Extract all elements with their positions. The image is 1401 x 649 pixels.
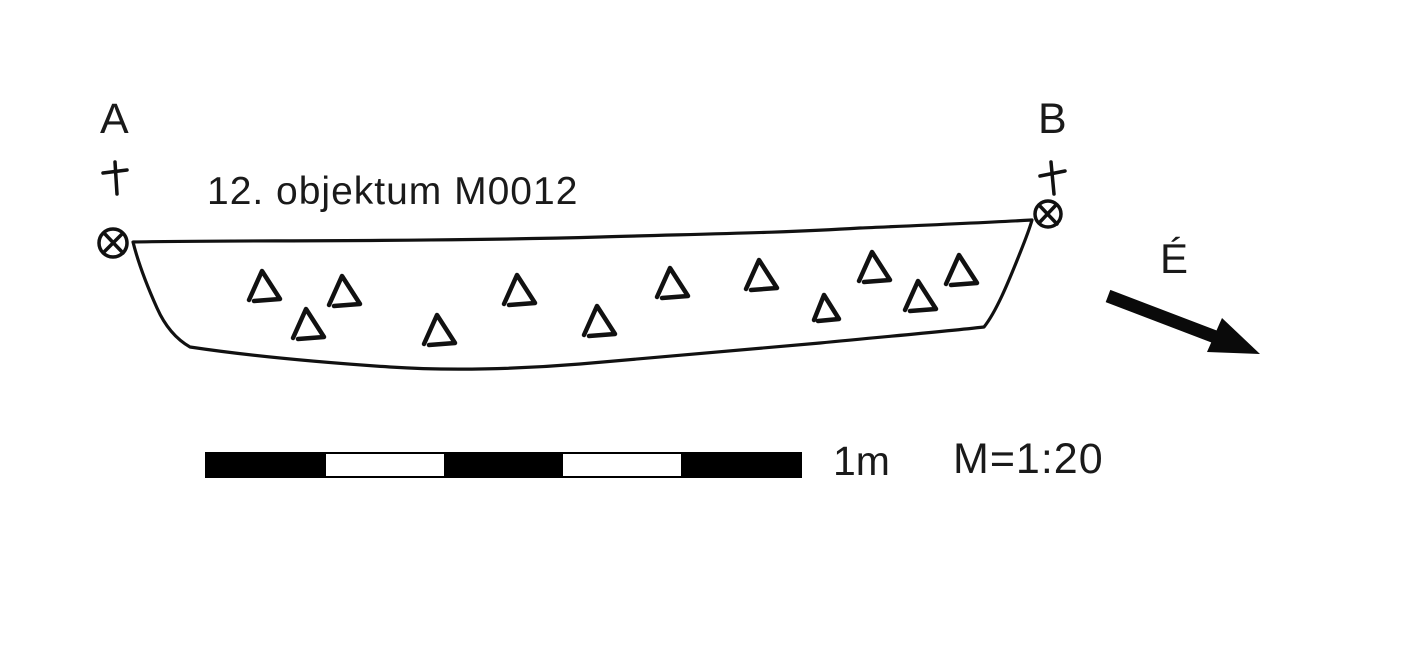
stone-triangle [856, 249, 893, 285]
stone-triangle [501, 272, 538, 308]
scale-bar [205, 452, 802, 478]
circled-x-icon [97, 227, 129, 259]
feature-title: 12. objektum M0012 [207, 170, 579, 213]
scale-bar-segment [325, 454, 445, 476]
stone-triangle [326, 273, 363, 309]
scale-bar-segment [562, 454, 682, 476]
stone-triangle [246, 268, 283, 304]
stone-triangle [743, 257, 780, 293]
stone-triangle [581, 303, 618, 339]
section-point-b-label: B [1038, 95, 1067, 143]
scale-bar-segment [207, 454, 326, 476]
stone-triangle [421, 312, 458, 348]
scale-ratio-label: M=1:20 [953, 435, 1104, 483]
circled-x-icon [1033, 199, 1063, 229]
cross-icon [101, 160, 129, 196]
stone-triangle [290, 306, 327, 342]
stone-triangle [654, 265, 691, 301]
scale-length-label: 1m [833, 438, 890, 484]
north-label: É [1160, 235, 1189, 282]
stone-triangle [902, 278, 939, 314]
scale-bar-segment [681, 454, 800, 476]
scale-bar-segment [444, 454, 563, 476]
stone-triangles [246, 249, 980, 348]
stone-triangle [811, 292, 842, 324]
arrow-southeast-icon [1105, 289, 1260, 354]
cross-icon [1038, 160, 1067, 196]
section-point-a-label: A [100, 95, 129, 143]
stone-triangle [943, 252, 980, 288]
section-outline [131, 218, 1034, 371]
